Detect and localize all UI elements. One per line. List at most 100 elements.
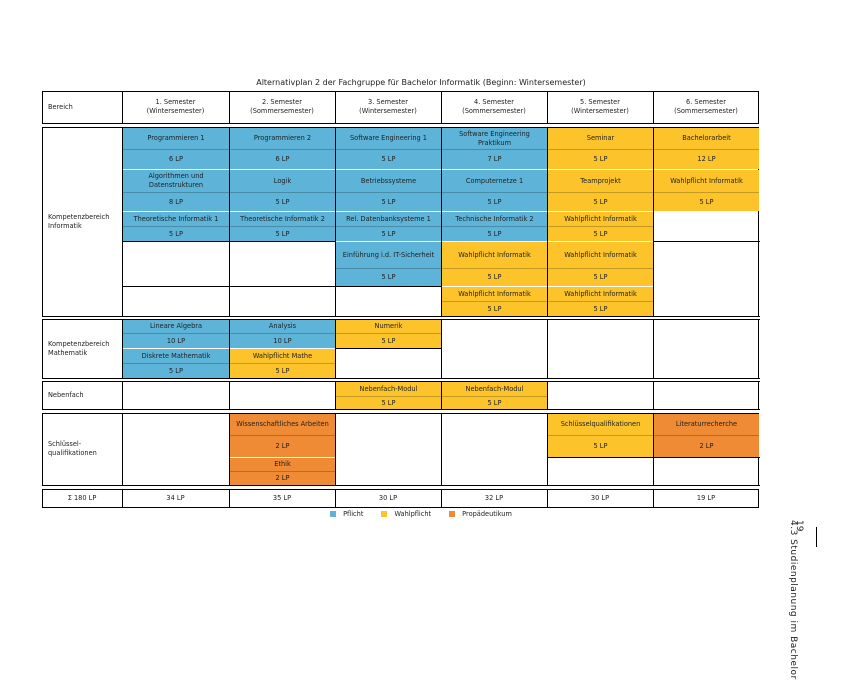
course-name: Wahlpflicht Informatik	[458, 289, 531, 298]
course-name: Programmieren 1	[147, 134, 205, 143]
semester-total: 30 LP	[590, 494, 610, 502]
section-grid-line	[42, 319, 43, 379]
section-grid-line	[547, 381, 548, 410]
course-lp: 12 LP	[697, 155, 716, 164]
cell-border	[229, 241, 336, 242]
cell-border	[547, 457, 654, 458]
course-lp: 8 LP	[169, 197, 183, 206]
course-cell: Bachelorarbeit 12 LP	[654, 128, 759, 169]
cell-divider	[123, 149, 229, 150]
course-lp: 5 LP	[593, 442, 608, 451]
course-lp: 5 LP	[381, 155, 396, 164]
totals-grid-line	[653, 489, 654, 508]
cell-divider	[230, 192, 335, 193]
course-cell: Schlüsselqualifikationen 5 LP	[548, 414, 653, 457]
section-grid-line	[653, 127, 654, 317]
cell-divider	[442, 192, 547, 193]
section-grid-line	[653, 381, 654, 410]
table-caption: Alternativplan 2 der Fachgruppe für Bach…	[256, 78, 586, 87]
cell-border	[547, 378, 654, 379]
cell-border	[122, 485, 230, 486]
section-grid-line	[122, 127, 123, 317]
course-lp: 5 LP	[381, 398, 396, 407]
cell-divider	[548, 226, 653, 227]
section-grid-line	[441, 381, 442, 410]
header-grid-line	[758, 91, 759, 124]
course-lp: 5 LP	[169, 366, 183, 375]
page-number: 19	[794, 520, 804, 532]
semester-title: 4. Semester	[474, 97, 514, 106]
cell-divider	[548, 301, 653, 302]
course-name: Ethik	[274, 460, 291, 469]
course-name: Technische Informatik 2	[455, 214, 534, 223]
legend-label: Pflicht	[343, 510, 364, 518]
section-grid-line	[547, 127, 548, 317]
course-name: Wahlpflicht Informatik	[670, 176, 743, 185]
section-grid-line	[758, 319, 759, 379]
legend: Pflicht Wahlpflicht Propädeutikum	[0, 510, 842, 518]
cell-divider	[230, 149, 335, 150]
header-grid-line	[229, 91, 230, 124]
course-name: Schlüsselqualifikationen	[560, 420, 641, 429]
totals-grid-line	[122, 489, 123, 508]
cell-border	[653, 485, 760, 486]
cell-border	[441, 378, 548, 379]
cell-border	[441, 485, 548, 486]
course-cell: Software Engineering 1 5 LP	[336, 128, 441, 169]
page-marker-bar	[816, 527, 817, 547]
semester-title: 1. Semester	[155, 97, 196, 106]
course-name: Numerik	[374, 322, 403, 331]
running-head: 4.3 Studienplanung im Bachelor	[788, 520, 798, 680]
course-lp: 5 LP	[275, 366, 290, 375]
semester-title: 5. Semester	[580, 97, 620, 106]
totals-label: Σ 180 LP	[67, 494, 97, 502]
legend-swatch	[330, 511, 337, 517]
course-cell: Nebenfach-Modul 5 LP	[336, 382, 441, 409]
semester-total: 19 LP	[696, 494, 716, 502]
course-name: Software Engineering 1	[349, 134, 428, 143]
cell-border	[229, 409, 336, 410]
course-lp: 10 LP	[166, 336, 186, 345]
header-grid-line	[122, 91, 123, 124]
course-name: Rel. Datenbanksysteme 1	[346, 214, 431, 223]
cell-divider	[336, 396, 441, 397]
section-grid-line	[42, 413, 43, 486]
totals-grid-line	[441, 489, 442, 508]
cell-divider	[336, 268, 441, 269]
section-label: Schlüssel-qualifikationen	[48, 440, 97, 457]
course-lp: 5 LP	[699, 197, 714, 206]
course-name: Software Engineering Praktikum	[459, 129, 530, 147]
course-name: Theoretische Informatik 1	[133, 214, 219, 223]
legend-label: Wahlpflicht	[394, 510, 432, 518]
section-grid-line	[441, 319, 442, 379]
legend-item: Propädeutikum	[449, 510, 512, 518]
course-name: Nebenfach-Modul	[359, 384, 418, 393]
course-lp: 5 LP	[275, 197, 290, 206]
cell-divider	[442, 396, 547, 397]
section-grid-line	[42, 409, 759, 410]
header-grid-line	[42, 91, 43, 124]
course-name: Bachelorarbeit	[682, 134, 731, 143]
totals-grid-line	[229, 489, 230, 508]
semester-title: 3. Semester	[368, 97, 408, 106]
cell-border	[335, 286, 442, 287]
semester-type: (Wintersemester)	[146, 107, 205, 115]
course-lp: 5 LP	[593, 273, 608, 282]
semester-type: (Wintersemester)	[571, 107, 629, 115]
course-cell: Wahlpflicht Informatik 5 LP	[654, 170, 759, 211]
course-lp: 5 LP	[381, 229, 396, 238]
course-lp: 5 LP	[487, 304, 502, 313]
course-lp: 2 LP	[699, 442, 714, 451]
